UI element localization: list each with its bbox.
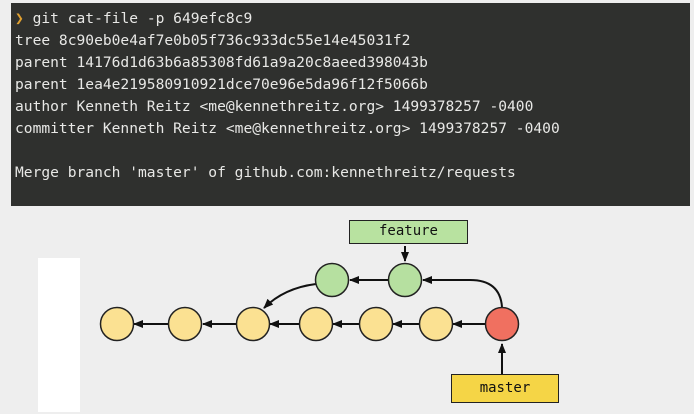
command-line: ❯ git cat-file -p 649efc8c9 [15, 8, 690, 30]
author-line: author Kenneth Reitz <me@kennethreitz.or… [15, 98, 534, 115]
feature-branch-label: feature [349, 220, 468, 244]
merge-commit-node [484, 306, 520, 342]
command-text: git cat-file -p 649efc8c9 [32, 10, 253, 27]
background-patch [38, 258, 80, 412]
terminal-output: ❯ git cat-file -p 649efc8c9 tree 8c90eb0… [11, 3, 690, 206]
commit-node [358, 306, 394, 342]
commit-node [418, 306, 454, 342]
commit-node [99, 306, 135, 342]
committer-line: committer Kenneth Reitz <me@kennethreitz… [15, 120, 560, 137]
commit-node [235, 306, 271, 342]
commit-node [167, 306, 203, 342]
commit-message: Merge branch 'master' of github.com:kenn… [15, 164, 516, 181]
tree-line: tree 8c90eb0e4af7e0b05f736c933dc55e14e45… [15, 32, 411, 49]
edge-arrow [263, 283, 317, 309]
parent-line: parent 1ea4e219580910921dce70e96e5da96f1… [15, 76, 428, 93]
edge-arrow [422, 276, 503, 308]
feature-commit-node [387, 262, 423, 298]
feature-commit-node [314, 262, 350, 298]
commit-node [298, 306, 334, 342]
master-branch-label: master [451, 374, 559, 403]
prompt-icon: ❯ [15, 10, 24, 27]
parent-line: parent 14176d1d63b6a85308fd61a9a20c8aeed… [15, 54, 428, 71]
